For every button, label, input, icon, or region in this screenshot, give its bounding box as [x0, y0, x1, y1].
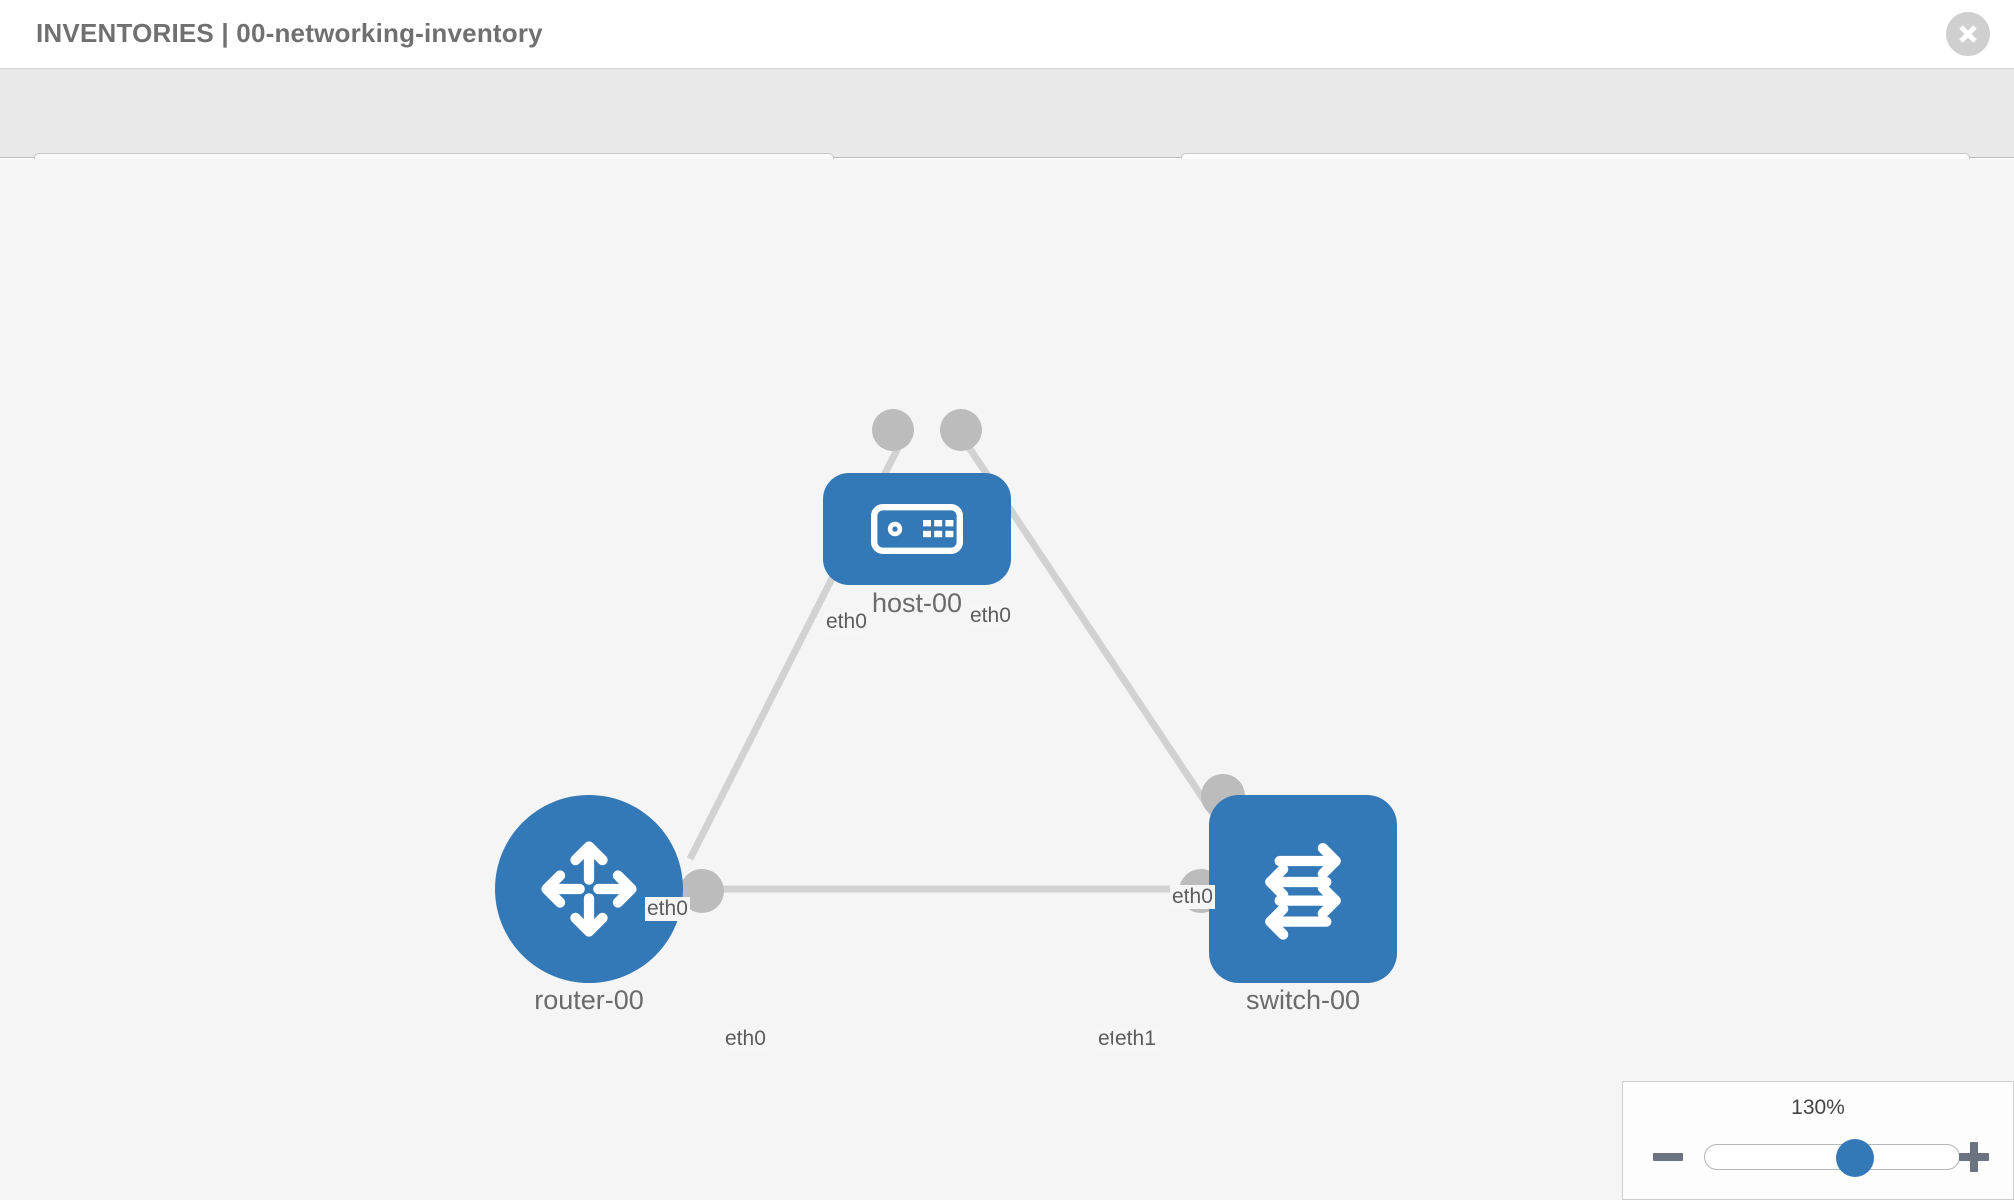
node-router-00-label: router-00 [531, 985, 647, 1016]
topology-canvas[interactable]: host-00 router-00 [0, 159, 2014, 1200]
zoom-out-button[interactable] [1651, 1140, 1685, 1174]
node-host-00-label: host-00 [868, 588, 966, 619]
port-label-host00-left: eth0 [824, 610, 869, 634]
zoom-slider-thumb[interactable] [1835, 1139, 1874, 1177]
port-label-switch00-uplink: eth0 [1170, 885, 1215, 909]
router-arrows-icon [541, 841, 637, 937]
port-label-router00-uplink: eth0 [645, 897, 690, 921]
zoom-level-value: 130% [1791, 1096, 1845, 1119]
port-label-switch00-eth1: eth1 [1113, 1027, 1158, 1051]
zoom-in-button[interactable] [1957, 1140, 1991, 1174]
port-nub [872, 409, 914, 451]
node-router-00-shape [495, 795, 683, 983]
page-title: INVENTORIES | 00-networking-inventory [36, 18, 543, 48]
node-switch-00-label: switch-00 [1242, 985, 1364, 1016]
port-label-host00-right: eth0 [968, 604, 1013, 628]
page-header: INVENTORIES | 00-networking-inventory [0, 0, 2014, 69]
port-nub [940, 409, 982, 451]
node-switch-00-shape [1209, 795, 1397, 983]
zoom-slider[interactable] [1704, 1139, 1960, 1177]
port-label-router00-eth0: eth0 [723, 1027, 768, 1051]
topology-edges [686, 432, 1233, 893]
close-icon[interactable] [1946, 12, 1990, 56]
switch-arrows-icon [1265, 843, 1341, 940]
node-host-00-shape [823, 473, 1011, 585]
server-icon [871, 504, 963, 554]
toolbar: ACTIONS SEARCH [0, 69, 2014, 210]
zoom-control-panel: 130% [1622, 1081, 2014, 1200]
